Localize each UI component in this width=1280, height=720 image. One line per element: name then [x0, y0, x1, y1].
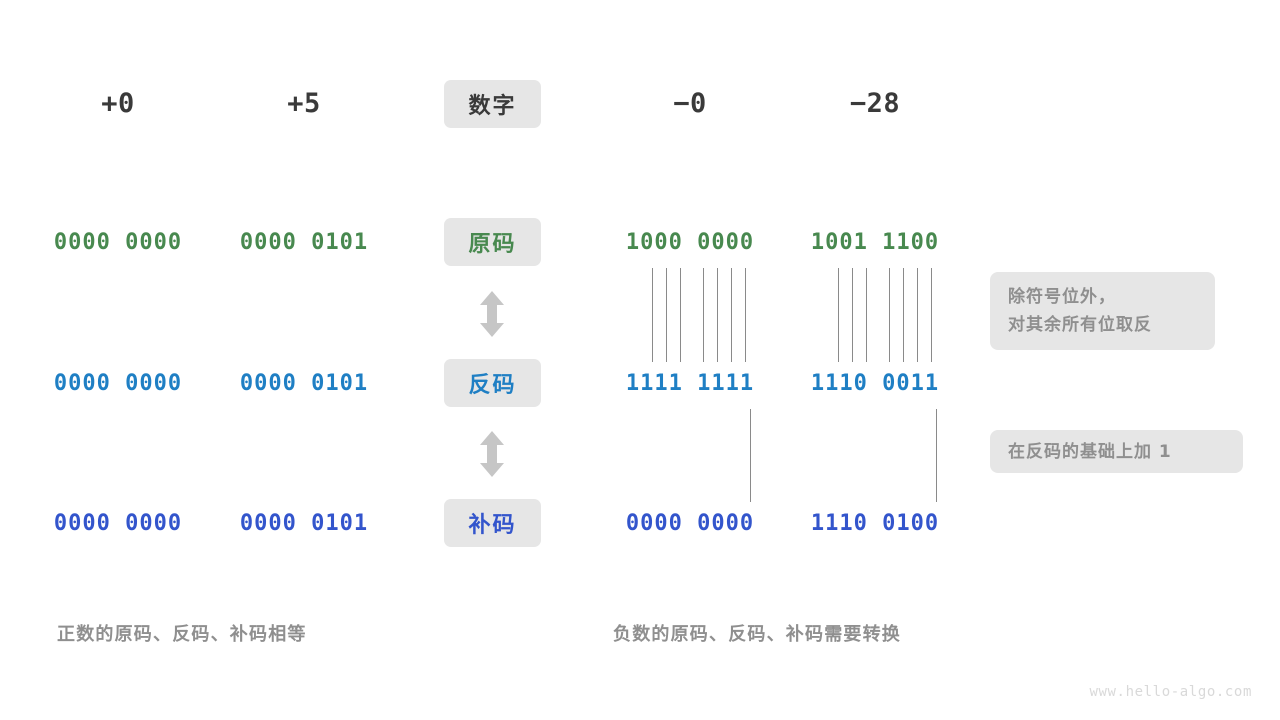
row-label-number: 数字: [444, 80, 541, 128]
note-invert-bits: 除符号位外， 对其余所有位取反: [990, 272, 1215, 350]
connector-invert-neg-28-bit7: [917, 268, 918, 362]
cell-sign-magnitude-pos-five: 0000 0101: [239, 230, 369, 255]
connector-invert-neg-zero-bit6: [717, 268, 718, 362]
watermark: www.hello-algo.com: [1089, 684, 1252, 700]
cell-sign-magnitude-pos-zero: 0000 0000: [53, 230, 183, 255]
connector-invert-neg-zero-bit4: [680, 268, 681, 362]
cell-sign-magnitude-neg-zero: 1000 0000: [625, 230, 755, 255]
note-add-one-line-1: 在反码的基础上加 1: [1008, 441, 1172, 462]
note-add-one: 在反码的基础上加 1: [990, 430, 1243, 473]
double-arrow-icon-sign-to-ones: [479, 291, 505, 337]
cell-twos-complement-neg-28: 1110 0100: [810, 511, 940, 536]
connector-invert-neg-28-bit8: [931, 268, 932, 362]
double-arrow-icon-ones-to-twos: [479, 431, 505, 477]
connector-invert-neg-28-bit6: [903, 268, 904, 362]
row-label-ones-complement-text: 反码: [468, 373, 517, 398]
connector-invert-neg-28-bit2: [838, 268, 839, 362]
connector-invert-neg-zero-bit2: [652, 268, 653, 362]
cell-ones-complement-pos-zero: 0000 0000: [53, 371, 183, 396]
connector-addone-neg-28-lsb: [936, 409, 937, 502]
cell-ones-complement-neg-zero: 1111 1111: [625, 371, 755, 396]
connector-invert-neg-zero-bit5: [703, 268, 704, 362]
cell-twos-complement-pos-five: 0000 0101: [239, 511, 369, 536]
cell-ones-complement-neg-28: 1110 0011: [810, 371, 940, 396]
connector-invert-neg-28-bit4: [866, 268, 867, 362]
connector-invert-neg-28-bit3: [852, 268, 853, 362]
caption-negative: 负数的原码、反码、补码需要转换: [613, 624, 901, 645]
connector-invert-neg-zero-bit7: [731, 268, 732, 362]
header-value-neg-zero: −0: [673, 88, 707, 119]
connector-invert-neg-zero-bit8: [745, 268, 746, 362]
row-label-ones-complement: 反码: [444, 359, 541, 407]
connector-addone-neg-zero-lsb: [750, 409, 751, 502]
row-label-sign-magnitude-text: 原码: [468, 232, 517, 257]
cell-ones-complement-pos-five: 0000 0101: [239, 371, 369, 396]
header-value-neg-28: −28: [849, 88, 901, 119]
cell-twos-complement-pos-zero: 0000 0000: [53, 511, 183, 536]
caption-positive: 正数的原码、反码、补码相等: [57, 624, 307, 645]
note-invert-bits-line-2: 对其余所有位取反: [1008, 315, 1152, 335]
row-label-sign-magnitude: 原码: [444, 218, 541, 266]
note-invert-bits-line-1: 除符号位外，: [1008, 287, 1116, 307]
row-label-twos-complement-text: 补码: [468, 513, 517, 538]
row-label-twos-complement: 补码: [444, 499, 541, 547]
header-value-pos-five: +5: [287, 88, 321, 119]
connector-invert-neg-zero-bit3: [666, 268, 667, 362]
connector-invert-neg-28-bit5: [889, 268, 890, 362]
cell-twos-complement-neg-zero: 0000 0000: [625, 511, 755, 536]
header-value-pos-zero: +0: [101, 88, 135, 119]
cell-sign-magnitude-neg-28: 1001 1100: [810, 230, 940, 255]
row-label-number-text: 数字: [468, 94, 517, 119]
